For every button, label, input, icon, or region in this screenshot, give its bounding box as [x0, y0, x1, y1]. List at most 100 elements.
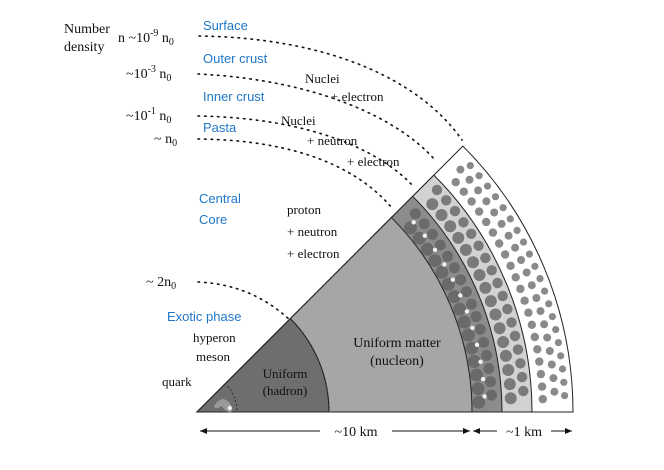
outer-crust-nucleus	[466, 162, 474, 170]
pasta-bubble	[432, 247, 438, 252]
inner-crust-nucleus	[431, 184, 443, 196]
pasta-structure	[448, 262, 460, 274]
pasta-bubble	[480, 376, 486, 382]
inner-crust-nucleus	[516, 371, 528, 383]
outer-crust-nucleus	[545, 347, 554, 355]
inner-crust-nucleus	[441, 195, 452, 206]
pasta-structure	[474, 323, 486, 335]
pasta-structure	[478, 336, 490, 348]
outer-crust-nucleus	[475, 172, 483, 180]
inner-crust-nucleus	[509, 330, 521, 342]
hadron-boundary-dashed	[291, 320, 330, 410]
density-inner-crust: ~10-1 n0	[126, 106, 171, 126]
density-leader-lines	[197, 35, 463, 321]
outer-crust-nucleus	[506, 215, 514, 223]
outer-crust-nucleus	[558, 365, 567, 373]
quark-label: quark	[162, 374, 192, 389]
exotic-phase-label: Exotic phase	[167, 309, 241, 324]
inner-crust-nucleus	[452, 231, 465, 244]
quark-blobs	[214, 398, 233, 413]
pasta-structure	[485, 376, 496, 388]
outer-crust-nucleus	[488, 228, 498, 237]
uniform-matter-label-1: Uniform matter	[353, 336, 441, 351]
core-proton-label: proton	[287, 202, 321, 217]
outer-crust-nucleus	[538, 394, 547, 404]
outer-crust-nucleus	[530, 332, 539, 342]
outer-crust-nucleus	[451, 178, 460, 187]
pasta-structure	[412, 231, 426, 245]
pasta-structure	[470, 311, 482, 323]
inner-crust-nucleus	[504, 392, 517, 405]
outer-crust-nucleus	[459, 187, 468, 196]
inner-crust-nucleus	[458, 217, 469, 228]
crust-nuclei	[404, 162, 569, 409]
pasta-structure	[447, 290, 461, 304]
outer-crust-nucleus	[533, 345, 542, 354]
crust-size-label: ~1 km	[506, 425, 542, 440]
outer-crust-nucleus	[549, 374, 558, 383]
pasta-bubble	[411, 220, 416, 225]
inner-crust-nucleus	[497, 336, 510, 348]
density-surface: n ~10-9 n0	[118, 28, 174, 48]
core-neutron-label: + neutron	[287, 224, 338, 239]
outer-crust-nucleus	[474, 186, 483, 195]
density-core: ~ 2n0	[146, 275, 176, 292]
outer-crust-nucleus	[547, 360, 556, 369]
outer-crust-nucleus	[482, 197, 491, 206]
pasta-bubble	[450, 277, 455, 282]
outer-crust-nucleus	[560, 378, 568, 386]
core-size-label: ~10 km	[335, 425, 378, 440]
outer-crust-nucleus	[536, 307, 545, 316]
leader-inner-crust	[197, 115, 415, 188]
inner-crust-nucleus	[492, 277, 503, 289]
outer-crust-nucleus	[520, 296, 529, 305]
inner-crust-nucleus	[506, 317, 517, 328]
outer-crust-nucleus	[482, 217, 491, 227]
pasta-structure	[455, 274, 467, 286]
density-pasta: ~ n0	[154, 132, 177, 149]
number-density-label-1: Number	[64, 22, 110, 37]
inner-crust-nucleus	[459, 243, 472, 256]
outer-crust-nucleus	[554, 339, 563, 347]
pasta-structure	[420, 242, 434, 256]
outer-crust-nucleus	[536, 369, 546, 379]
outer-crust-nucleus	[541, 287, 549, 295]
pasta-structure	[442, 250, 454, 262]
outer-crust-nucleus	[517, 256, 526, 264]
pasta-structure	[460, 286, 472, 298]
inner-crust-nucleus	[493, 322, 506, 335]
outer-crust-nucleus	[531, 262, 539, 270]
outer-crust-nucleus	[506, 261, 515, 270]
scale-core-arrow	[200, 428, 470, 434]
pasta-structure	[486, 389, 497, 401]
outer-crust-nucleus	[456, 165, 465, 174]
pasta-label: Pasta	[203, 120, 237, 135]
outer-crust-nucleus	[524, 308, 533, 317]
central-core-label-2: Core	[199, 212, 227, 227]
quark-boundary-dashed	[226, 384, 238, 411]
outer-crust-nucleus	[499, 204, 507, 212]
inner-crust-nucleus	[426, 198, 439, 211]
pasta-structure	[453, 302, 467, 316]
inner-nuclei-label: Nuclei	[281, 113, 316, 128]
outer-crust-nucleus	[504, 231, 513, 240]
pasta-bubble	[458, 293, 463, 298]
inner-crust-nucleus	[449, 205, 461, 217]
outer-crust-label: Outer crust	[203, 51, 268, 66]
outer-nuclei-label: Nuclei	[305, 71, 340, 86]
inner-crust-nucleus	[444, 220, 457, 233]
inner-crust-nucleus	[435, 209, 448, 221]
outer-crust-nucleus	[483, 182, 492, 190]
outer-crust-nucleus	[527, 320, 536, 329]
surface-label: Surface	[203, 18, 248, 33]
inner-crust-nucleus	[473, 269, 486, 281]
meson-label: meson	[196, 349, 230, 364]
leader-core	[197, 281, 291, 321]
outer-crust-nucleus	[545, 300, 553, 308]
core-electron-label: + electron	[287, 246, 340, 261]
central-core-label-1: Central	[199, 191, 241, 206]
inner-crust-nucleus	[503, 378, 516, 391]
outer-crust-nucleus	[513, 226, 521, 234]
scale-crust-arrow	[473, 428, 572, 434]
